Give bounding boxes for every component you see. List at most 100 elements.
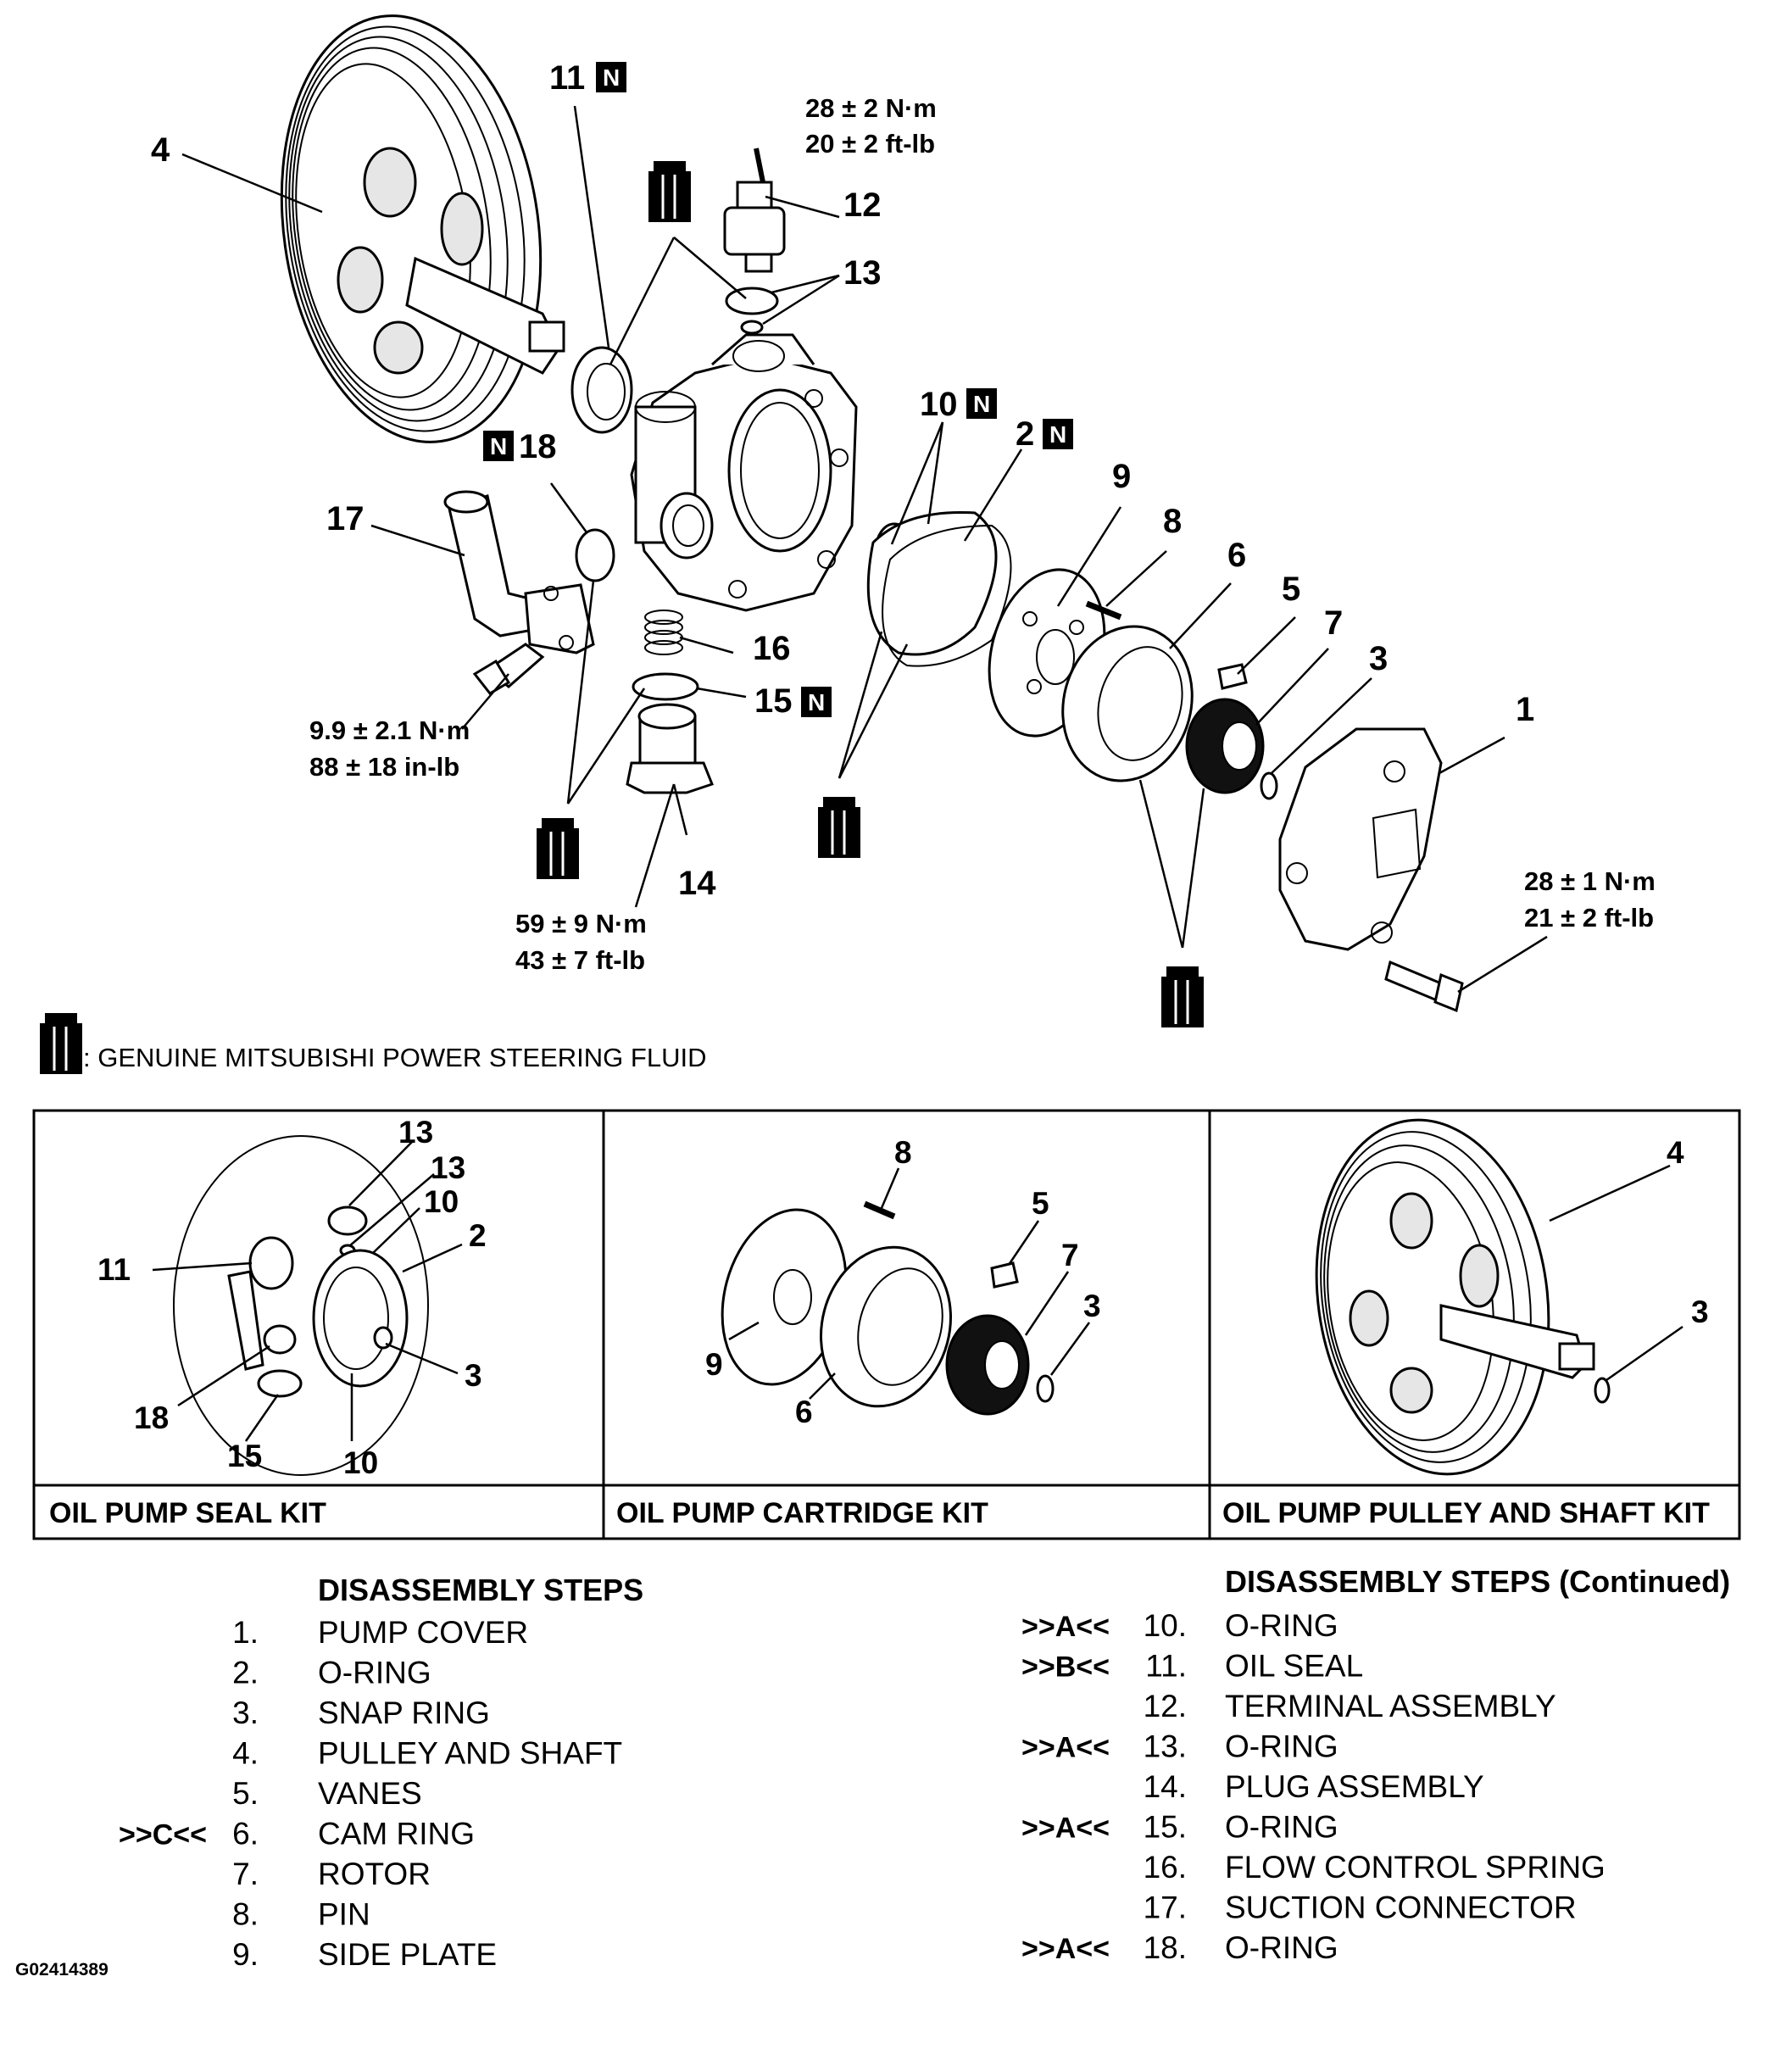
seal-kit-callout-2: 2 xyxy=(469,1218,487,1253)
cartridge-kit-callout-3: 3 xyxy=(1083,1289,1101,1323)
callout-7: 7 xyxy=(1324,604,1343,642)
step-text: PIN xyxy=(318,1897,370,1932)
steps-right-list: >>A<<10.O-RING>>B<<11.OIL SEAL12.TERMINA… xyxy=(1021,1608,1606,1965)
callout-16: 16 xyxy=(753,630,791,667)
step-reference: >>C<< xyxy=(119,1819,207,1851)
cartridge-kit-drawing xyxy=(721,1167,1091,1416)
callout-11: 11 xyxy=(549,59,585,97)
step-number: 2. xyxy=(232,1656,259,1690)
torque-plug-nm: 59 ± 9 N·m xyxy=(515,909,647,938)
step-text: ROTOR xyxy=(318,1857,431,1891)
pulley-kit-callout-3: 3 xyxy=(1691,1295,1709,1329)
rotor-part xyxy=(1185,698,1265,794)
step-text: O-RING xyxy=(1225,1810,1338,1845)
fluid-bottle-icon xyxy=(647,159,693,224)
seal-kit-callout-11: 11 xyxy=(97,1252,131,1287)
cartridge-kit-callout-5: 5 xyxy=(1032,1186,1049,1221)
pump-housing-part xyxy=(630,333,858,612)
step-text: O-RING xyxy=(1225,1930,1338,1965)
callout-8: 8 xyxy=(1163,503,1182,540)
seal-kit-callout-10a: 10 xyxy=(424,1184,459,1219)
step-text: SNAP RING xyxy=(318,1695,490,1730)
suction-connector-part xyxy=(443,490,595,654)
callout-6: 6 xyxy=(1227,537,1246,574)
step-reference: >>A<< xyxy=(1021,1732,1110,1764)
callout-14: 14 xyxy=(678,865,716,902)
steps-right-heading: DISASSEMBLY STEPS (Continued) xyxy=(1225,1564,1730,1599)
fitting-bolt-part xyxy=(472,643,545,695)
step-text: O-RING xyxy=(318,1656,431,1690)
callout-13: 13 xyxy=(843,254,882,292)
kit-panels xyxy=(32,1109,1741,1540)
pulley-kit-callout-4: 4 xyxy=(1667,1135,1684,1170)
step-reference: >>A<< xyxy=(1021,1933,1110,1965)
leader-lines xyxy=(181,105,1548,994)
o-ring-15 xyxy=(632,672,699,701)
cover-bolt-part xyxy=(1384,960,1464,1013)
step-number: 18. xyxy=(1144,1930,1187,1965)
step-text: O-RING xyxy=(1225,1608,1338,1643)
flow-control-spring-part xyxy=(644,610,683,655)
new-part-badge-icon: N xyxy=(1043,419,1073,449)
fluid-bottle-icon xyxy=(535,816,581,881)
fluid-bottle-icon xyxy=(816,795,862,860)
step-text: VANES xyxy=(318,1776,422,1811)
callout-17: 17 xyxy=(326,500,365,537)
cam-ring-part xyxy=(1061,625,1194,782)
svg-text:N: N xyxy=(973,391,990,417)
pulley-kit-name: OIL PUMP PULLEY AND SHAFT KIT xyxy=(1222,1497,1710,1529)
step-number: 4. xyxy=(232,1736,259,1771)
seal-kit-drawing xyxy=(152,1135,463,1476)
step-number: 8. xyxy=(232,1897,259,1932)
cartridge-kit-callout-6: 6 xyxy=(795,1395,813,1429)
torque-cover-ft: 21 ± 2 ft-lb xyxy=(1524,903,1654,933)
callout-3: 3 xyxy=(1369,640,1388,677)
seal-kit-callout-13b: 13 xyxy=(431,1150,465,1185)
callout-15: 15 xyxy=(754,682,793,720)
step-number: 7. xyxy=(232,1857,259,1891)
pump-cover-part xyxy=(1278,727,1443,951)
pin-part xyxy=(1085,600,1122,621)
step-number: 5. xyxy=(232,1776,259,1811)
step-text: O-RING xyxy=(1225,1729,1338,1764)
step-number: 17. xyxy=(1144,1890,1187,1925)
step-number: 6. xyxy=(232,1817,259,1851)
step-text: SUCTION CONNECTOR xyxy=(1225,1890,1577,1925)
step-text: PUMP COVER xyxy=(318,1615,528,1650)
seal-kit-callout-18: 18 xyxy=(134,1400,169,1435)
callout-12: 12 xyxy=(843,187,882,224)
step-text: SIDE PLATE xyxy=(318,1937,497,1972)
svg-text:N: N xyxy=(1049,421,1066,448)
o-ring-13a xyxy=(725,287,779,315)
step-text: FLOW CONTROL SPRING xyxy=(1225,1850,1606,1885)
cartridge-kit-callout-7: 7 xyxy=(1061,1238,1079,1272)
o-ring-13b xyxy=(740,320,764,335)
step-reference: >>B<< xyxy=(1021,1651,1110,1684)
legend-text: : GENUINE MITSUBISHI POWER STEERING FLUI… xyxy=(83,1043,706,1072)
pulley-kit-drawing xyxy=(1315,1118,1683,1476)
svg-text:N: N xyxy=(603,64,620,91)
seal-kit-callout-10b: 10 xyxy=(343,1445,378,1480)
o-ring-2 xyxy=(882,524,1012,667)
callout-9: 9 xyxy=(1112,458,1131,495)
callout-10: 10 xyxy=(920,386,958,423)
step-number: 15. xyxy=(1144,1810,1187,1845)
vane-part xyxy=(1217,663,1248,690)
figure-id: G02414389 xyxy=(15,1960,109,1979)
seal-kit-callout-3: 3 xyxy=(465,1358,482,1393)
step-reference: >>A<< xyxy=(1021,1812,1110,1845)
step-text: CAM RING xyxy=(318,1817,475,1851)
cartridge-kit-callout-9: 9 xyxy=(705,1347,723,1382)
step-number: 12. xyxy=(1144,1689,1187,1723)
torque-plug-ft: 43 ± 7 ft-lb xyxy=(515,945,645,975)
step-text: OIL SEAL xyxy=(1225,1649,1363,1684)
new-part-badge-icon: N xyxy=(596,62,626,92)
steps-left-heading: DISASSEMBLY STEPS xyxy=(318,1573,643,1607)
plug-assembly-part xyxy=(626,703,714,794)
torque-terminal-ft: 20 ± 2 ft-lb xyxy=(805,129,935,159)
seal-kit-name: OIL PUMP SEAL KIT xyxy=(49,1497,326,1529)
callout-1: 1 xyxy=(1516,691,1534,728)
step-reference: >>A<< xyxy=(1021,1611,1110,1643)
svg-text:N: N xyxy=(808,689,825,715)
